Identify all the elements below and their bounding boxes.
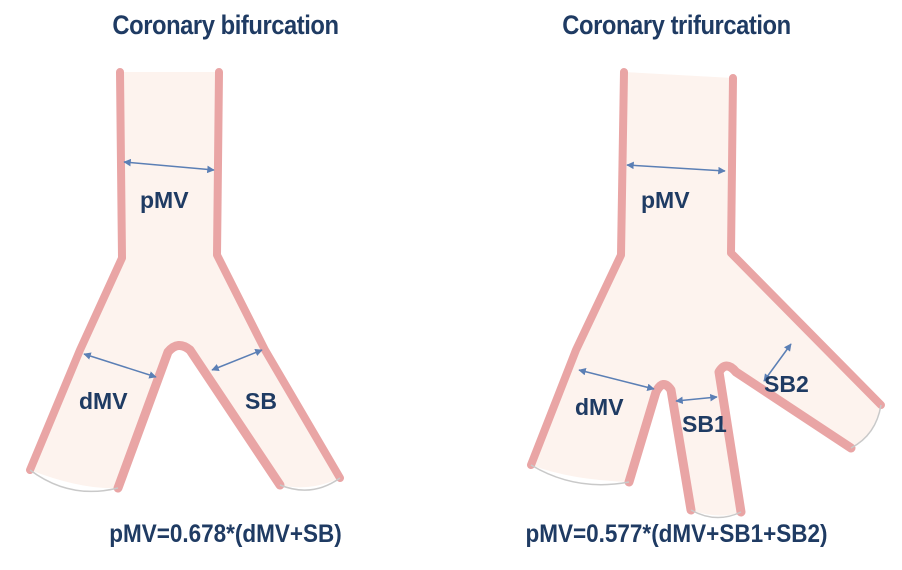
trifurcation-sb2-label: SB2 <box>764 371 809 397</box>
bifurcation-sb-label: SB <box>245 388 277 414</box>
bifurcation-formula: pMV=0.678*(dMV+SB) <box>23 520 429 549</box>
trifurcation-diagram: pMV dMV SB1 SB2 <box>451 0 902 570</box>
bifurcation-diagram: pMV dMV SB <box>0 0 451 570</box>
trifurcation-sb1-label: SB1 <box>682 411 727 437</box>
trifurcation-dmv-label: dMV <box>575 394 624 420</box>
trifurcation-pmv-label: pMV <box>641 187 690 213</box>
trifurcation-formula: pMV=0.577*(dMV+SB1+SB2) <box>474 520 880 549</box>
trifurcation-lumen <box>531 72 881 516</box>
bifurcation-panel: Coronary bifurcation pMV dMV SB pMV=0.67… <box>0 0 451 570</box>
trifurcation-panel: Coronary trifurcation pMV dMV SB1 SB2 <box>451 0 902 570</box>
bifurcation-pmv-label: pMV <box>140 187 189 213</box>
bifurcation-dmv-label: dMV <box>79 388 128 414</box>
bifurcation-lumen <box>30 72 340 488</box>
